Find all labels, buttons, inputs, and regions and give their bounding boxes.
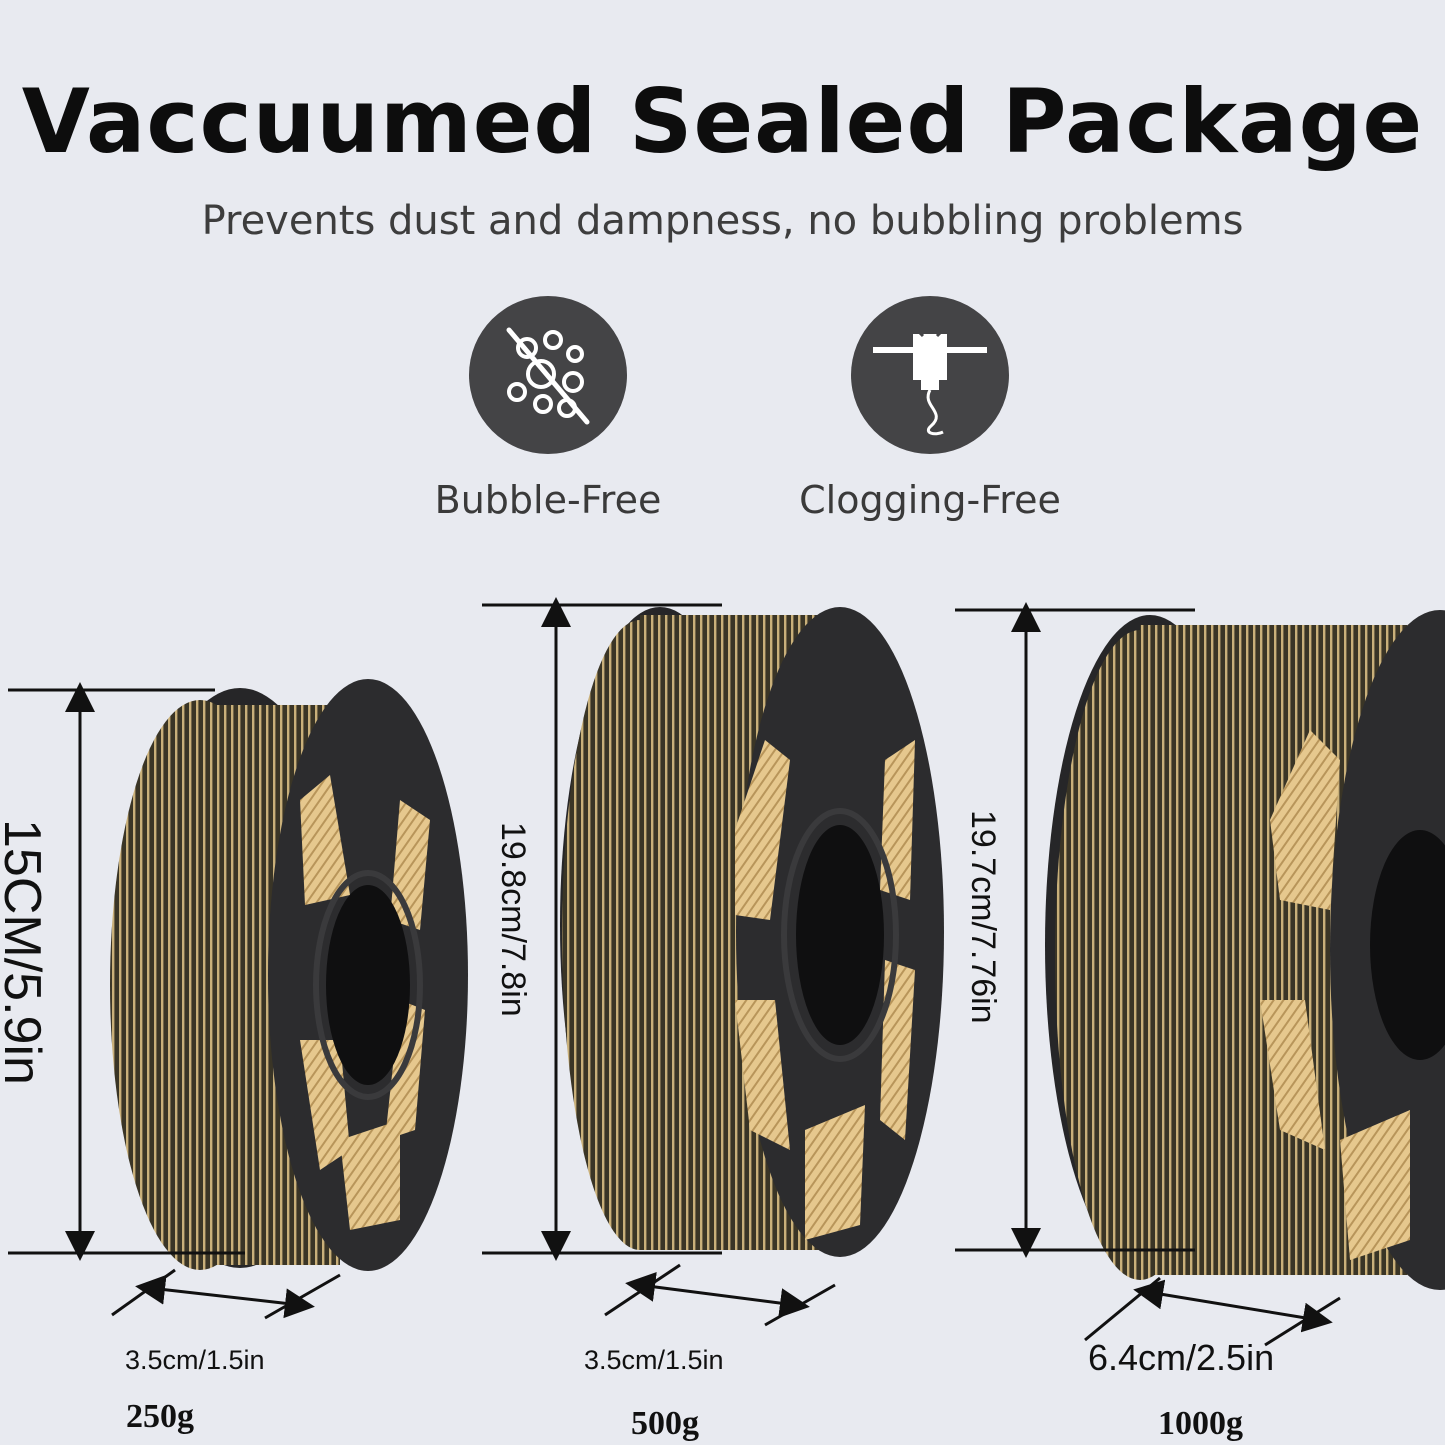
spool-1000g bbox=[1045, 610, 1445, 1290]
feature-label: Clogging-Free bbox=[799, 478, 1061, 522]
spool-250g-height-label: 15CM/5.9in bbox=[0, 819, 51, 1085]
clogging-free-icon bbox=[851, 296, 1009, 454]
spool-250g-width-label: 3.5cm/1.5in bbox=[125, 1345, 265, 1375]
spool-250g-weight: 250g bbox=[126, 1398, 194, 1435]
spool-250g bbox=[110, 679, 468, 1271]
spool-500g-dimensions bbox=[482, 597, 836, 1327]
feature-clogging-free: Clogging-Free bbox=[770, 296, 1090, 522]
spool-500g-width-label: 3.5cm/1.5in bbox=[584, 1345, 724, 1375]
spool-1000g-height-label: 19.7cm/7.76in bbox=[964, 810, 1002, 1024]
feature-label: Bubble-Free bbox=[434, 478, 662, 522]
spool-1000g-weight: 1000g bbox=[1158, 1405, 1243, 1442]
spool-1000g-dimensions bbox=[955, 602, 1341, 1347]
spool-1000g-width-label: 6.4cm/2.5in bbox=[1088, 1337, 1275, 1378]
spool-500g-weight: 500g bbox=[631, 1405, 699, 1442]
bubble-free-icon bbox=[469, 296, 627, 454]
page-title: Vaccuumed Sealed Package bbox=[21, 70, 1424, 173]
spool-500g-height-label: 19.8cm/7.8in bbox=[494, 822, 532, 1017]
feature-bubble-free: Bubble-Free bbox=[388, 296, 708, 522]
page-subtitle: Prevents dust and dampness, no bubbling … bbox=[201, 198, 1244, 244]
spool-250g-dimensions bbox=[8, 682, 341, 1320]
spool-500g bbox=[560, 607, 944, 1257]
spool-comparison: 15CM/5.9in 19.8cm/7.8in 19.7cm/7.76in 3.… bbox=[0, 560, 1445, 1445]
